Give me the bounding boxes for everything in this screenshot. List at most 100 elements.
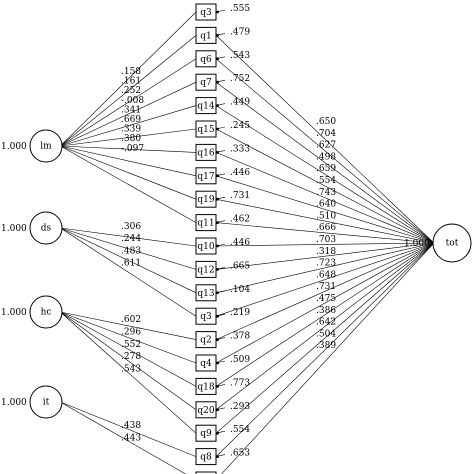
item-label-q14: q14: [197, 102, 214, 112]
error-value-q16: .333: [230, 144, 250, 154]
factor-label-tot: tot: [446, 239, 459, 249]
error-dot-q4: [216, 361, 219, 365]
item-box-q17: [195, 167, 217, 185]
edge-lm-q11: [60, 145, 197, 223]
factor-ds: [29, 211, 63, 245]
item-label-q7: q7: [200, 78, 212, 88]
tot-loading-q18: .475: [316, 294, 336, 304]
edge-tot-q8b: [221, 242, 435, 474]
edge-tot-q14: [215, 105, 435, 244]
tot-loading-q12: .703: [316, 235, 336, 245]
item-box-q11: [195, 214, 217, 232]
error-value-q11: .462: [230, 215, 250, 225]
tot-loading-q15: .659: [316, 164, 336, 174]
factor-lm: [29, 129, 63, 163]
item-box-q15: [195, 120, 217, 138]
edge-tot-q11: [215, 222, 434, 244]
error-dot-q7: [216, 80, 219, 84]
item-label-q2: q2: [200, 336, 212, 346]
edge-ds-q3b: [60, 227, 197, 317]
edge-lm-q19: [60, 145, 197, 200]
item-box-q6: [195, 50, 217, 68]
tot-loading-q19: .640: [316, 200, 336, 210]
edge-it-q8: [60, 401, 197, 457]
error-value-q12: .665: [230, 261, 250, 271]
tot-loading-q6: .704: [316, 129, 336, 139]
item-box-q7: [195, 73, 217, 91]
labels: lm1.000ds1.000hc1.000it1.000tot1.000q3.5…: [1, 4, 459, 463]
edge-ds-q10: [60, 227, 197, 247]
factor-loading-q16: .669: [121, 115, 141, 125]
item-box-q18: [195, 377, 217, 395]
factor-label-ds: ds: [41, 224, 52, 234]
error-dot-q10: [216, 244, 219, 248]
error-dot-q3: [216, 10, 219, 14]
error-value-q14: .449: [230, 98, 250, 108]
item-box-q8: [195, 448, 217, 466]
edge-tot-q1: [215, 35, 435, 244]
edge-tot-q18: [215, 242, 435, 387]
error-value-q19: .731: [230, 191, 250, 201]
error-value-q4: .509: [230, 355, 250, 365]
tot-loading-q11: .510: [316, 211, 336, 221]
edge-tot-q13: [215, 242, 435, 294]
edge-hc-q18: [60, 311, 197, 387]
edge-tot-q16: [215, 152, 435, 244]
factor-tot: [432, 223, 472, 263]
edge-lm-q16: [60, 145, 197, 153]
factor-loading-q6: .161: [121, 77, 141, 87]
error-value-q1: .479: [230, 27, 250, 37]
item-box-q3b: [195, 307, 217, 325]
error-dot-q13: [216, 291, 219, 295]
factor-loading-q3b: .611: [121, 259, 141, 269]
item-label-q3b: q3: [200, 312, 212, 322]
item-box-q14: [195, 97, 217, 115]
edge-tot-q15: [215, 128, 435, 244]
edge-hc-q20: [60, 311, 197, 411]
error-value-q8: .653: [230, 449, 250, 459]
tot-loading-q14: .498: [316, 152, 336, 162]
factor-variance-hc: 1.000: [1, 308, 27, 318]
item-label-q6: q6: [200, 55, 212, 65]
edge-lm-q3: [60, 11, 197, 147]
factor-loading-q4: .296: [121, 327, 141, 337]
item-box-q9: [195, 424, 217, 442]
error-dot-q20: [216, 408, 219, 412]
factor-loading-q11: -.097: [121, 144, 144, 154]
edge-ds-q12: [60, 227, 197, 270]
tot-loading-q13: .318: [316, 247, 336, 257]
error-dot-q17: [216, 174, 219, 178]
error-dot-q12: [216, 268, 219, 271]
factor-hc: [29, 295, 63, 329]
error-dot-q18: [216, 385, 219, 388]
edge-lm-q17: [60, 145, 197, 177]
item-box-q16: [195, 143, 217, 161]
edge-tot-q12: [215, 242, 434, 270]
tot-loading-q4: .731: [316, 282, 336, 292]
tot-loading-q7: .627: [316, 141, 336, 151]
factor-variance-ds: 1.000: [1, 224, 27, 234]
item-label-q16: q16: [197, 148, 214, 158]
item-box-q13: [195, 284, 217, 302]
error-dot-q14: [216, 104, 219, 107]
item-box-q3: [195, 3, 217, 21]
error-value-q20: .293: [230, 402, 250, 412]
error-value-q18: .773: [230, 378, 250, 388]
factor-variance-lm: 1.000: [1, 142, 27, 152]
edge-tot-q3b: [215, 242, 435, 317]
edge-tot-q9: [215, 242, 435, 434]
factor-loading-q17: .339: [121, 125, 141, 135]
item-box-q4: [195, 354, 217, 372]
factor-label-hc: hc: [41, 308, 52, 318]
error-dot-q11: [216, 221, 219, 225]
error-value-q3b: .219: [230, 308, 250, 318]
nodes: [29, 3, 472, 474]
tot-loading-q9: .642: [316, 318, 336, 328]
factor-loading-q8b: .443: [121, 433, 141, 443]
factor-loading-q14: -.008: [121, 96, 144, 106]
factor-it: [29, 385, 63, 419]
tot-loading-q1: .650: [316, 117, 336, 127]
error-value-q7: .752: [230, 74, 250, 84]
error-dot-q19: [216, 197, 219, 201]
factor-label-it: it: [43, 398, 50, 408]
